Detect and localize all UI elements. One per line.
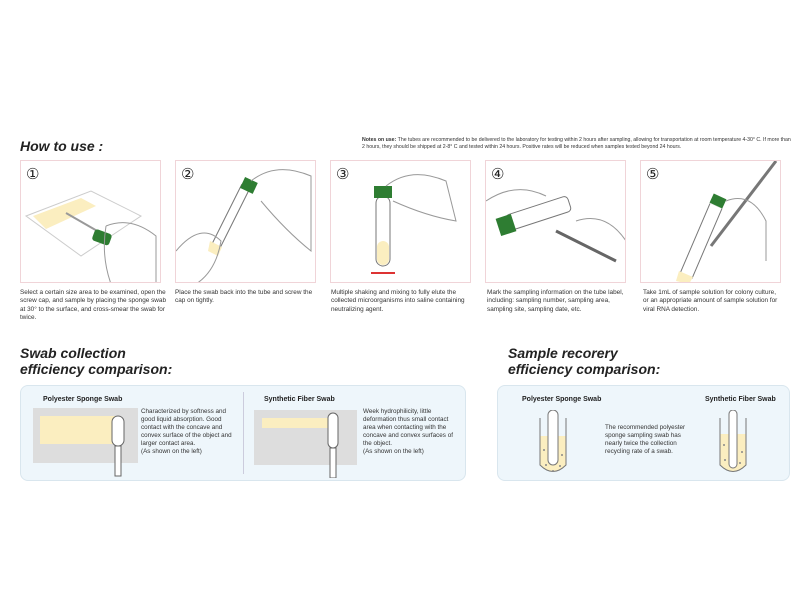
step-number: ④: [491, 166, 505, 183]
polyester-swab-illustration: [33, 408, 138, 477]
step-3-text: Multiple shaking and mixing to fully elu…: [331, 289, 465, 313]
step-4-panel: ④: [485, 160, 626, 283]
step-1-panel: ①: [20, 160, 161, 283]
polyester-label: Polyester Sponge Swab: [43, 396, 123, 403]
step-3-panel: ③: [330, 160, 471, 283]
synthetic-note: (As shown on the left): [363, 448, 424, 456]
step-2-panel: ②: [175, 160, 316, 283]
step-number: ③: [336, 166, 350, 183]
step-1-text: Select a certain size area to be examine…: [20, 289, 167, 321]
notes-on-use: Notes on use: The tubes are recommended …: [362, 137, 792, 151]
synthetic-text: Week hydrophilicity, little deformation …: [363, 408, 453, 448]
tube-capping-illustration: [176, 169, 312, 282]
swab-comparison-box: Polyester Sponge Swab Characterized by s…: [20, 385, 466, 481]
synthetic-tube-illustration: [719, 410, 747, 472]
divider: [243, 392, 244, 474]
tube-labeling-illustration: [486, 189, 625, 263]
recovery-polyester-label: Polyester Sponge Swab: [522, 396, 602, 403]
recovery-description: The recommended polyester sponge samplin…: [605, 424, 686, 456]
swab-surface-illustration: [24, 190, 157, 282]
step-5-text: Take 1mL of sample solution for colony c…: [643, 289, 778, 313]
recovery-comparison-box: Polyester Sponge Swab Synthetic Fiber Sw…: [497, 385, 790, 481]
recovery-synthetic-label: Synthetic Fiber Swab: [705, 396, 776, 403]
title-line: Sample recorery: [508, 345, 618, 361]
polyester-description: Characterized by softness and good liqui…: [141, 408, 241, 457]
step-number: ②: [181, 166, 195, 183]
step-4-text: Mark the sampling information on the tub…: [487, 289, 624, 313]
synthetic-swab-illustration: [254, 410, 357, 478]
polyester-tube-illustration: [539, 410, 567, 472]
synthetic-label: Synthetic Fiber Swab: [264, 396, 335, 403]
tube-shaking-illustration: [371, 174, 457, 274]
how-to-use-title: How to use :: [20, 138, 104, 154]
step-5-panel: ⑤: [640, 160, 781, 283]
title-line: efficiency comparison:: [20, 361, 173, 377]
polyester-text: Characterized by softness and good liqui…: [141, 408, 232, 448]
title-line: efficiency comparison:: [508, 361, 661, 377]
step-number: ①: [26, 166, 40, 183]
synthetic-description: Week hydrophilicity, little deformation …: [363, 408, 461, 457]
step-2-text: Place the swab back into the tube and sc…: [175, 289, 313, 305]
notes-label: Notes on use:: [362, 137, 397, 143]
pipetting-illustration: [676, 161, 778, 282]
notes-text: The tubes are recommended to be delivere…: [362, 137, 791, 150]
step-number: ⑤: [646, 166, 660, 183]
polyester-note: (As shown on the left): [141, 448, 202, 456]
title-line: Swab collection: [20, 345, 126, 361]
